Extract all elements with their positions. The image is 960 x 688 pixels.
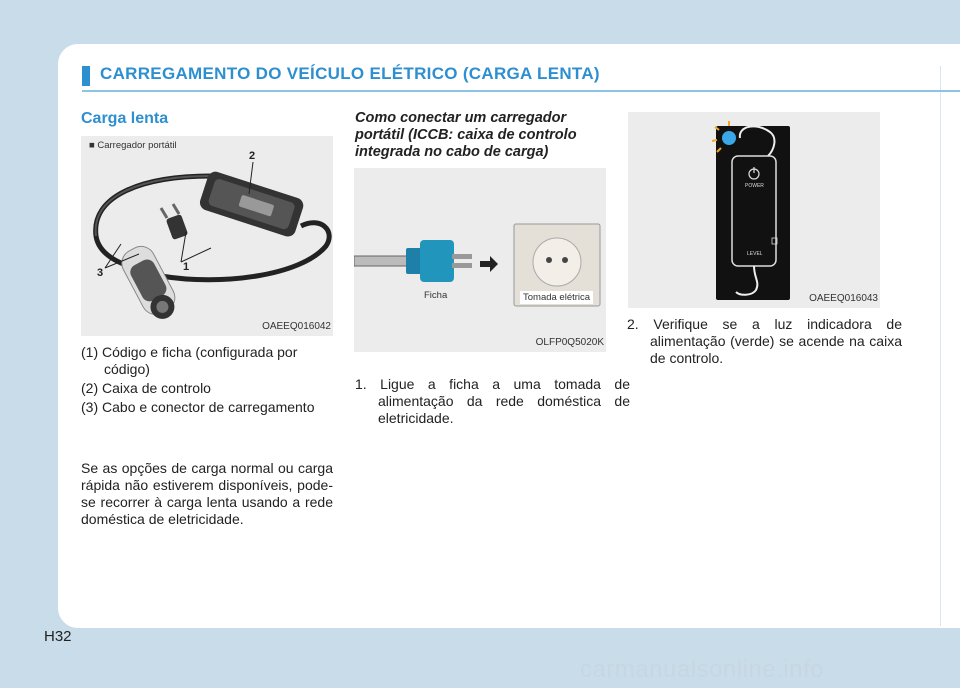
legend-item: (3) Cabo e conector de carregamento bbox=[81, 399, 315, 415]
procedure-heading: Como conectar um carregador portátil (IC… bbox=[355, 110, 577, 160]
legend-item: (1) Código e ficha (configurada por códi… bbox=[81, 344, 298, 377]
plug-socket-figure: Ficha Tomada elétrica OLFP0Q5020K bbox=[354, 168, 606, 352]
plug-socket-illustration bbox=[354, 223, 601, 307]
power-label: POWER bbox=[745, 183, 764, 189]
section-title: CARREGAMENTO DO VEÍCULO ELÉTRICO (CARGA … bbox=[100, 64, 600, 83]
control-box-illustration bbox=[711, 121, 790, 300]
figure-code: OLFP0Q5020K bbox=[535, 337, 604, 348]
step-2: 2. Verifique se a luz indicadora de alim… bbox=[627, 316, 902, 366]
portable-charger-illustration bbox=[93, 161, 332, 319]
level-label: LEVEL bbox=[747, 251, 763, 257]
body-paragraph: Se as opções de carga normal ou carga rá… bbox=[81, 460, 333, 527]
legend-item: (2) Caixa de controlo bbox=[81, 380, 211, 396]
plug-label: Ficha bbox=[424, 290, 448, 301]
header-rule bbox=[82, 90, 960, 92]
watermark: carmanualsonline.info bbox=[580, 656, 824, 683]
portable-charger-figure: ■ Carregador portátil 2 1 3 OAEEQ016042 bbox=[81, 136, 333, 336]
figure-caption: ■ Carregador portátil bbox=[89, 140, 177, 151]
header-accent-bar bbox=[82, 66, 90, 86]
callout-2: 2 bbox=[249, 150, 256, 162]
callout-3: 3 bbox=[97, 267, 104, 279]
step-1: 1. Ligue a ficha a uma tomada de aliment… bbox=[355, 376, 630, 426]
component-legend: (1) Código e ficha (configurada por códi… bbox=[81, 344, 333, 418]
socket-label: Tomada elétrica bbox=[520, 291, 594, 304]
subsection-heading: Carga lenta bbox=[81, 110, 169, 127]
callout-1: 1 bbox=[183, 261, 190, 273]
page-number: H32 bbox=[44, 628, 72, 645]
figure-code: OAEEQ016043 bbox=[809, 293, 878, 304]
control-box-figure: POWER LEVEL OAEEQ016043 bbox=[628, 112, 880, 308]
figure-code: OAEEQ016042 bbox=[262, 321, 331, 332]
page-edge-line bbox=[940, 66, 941, 626]
